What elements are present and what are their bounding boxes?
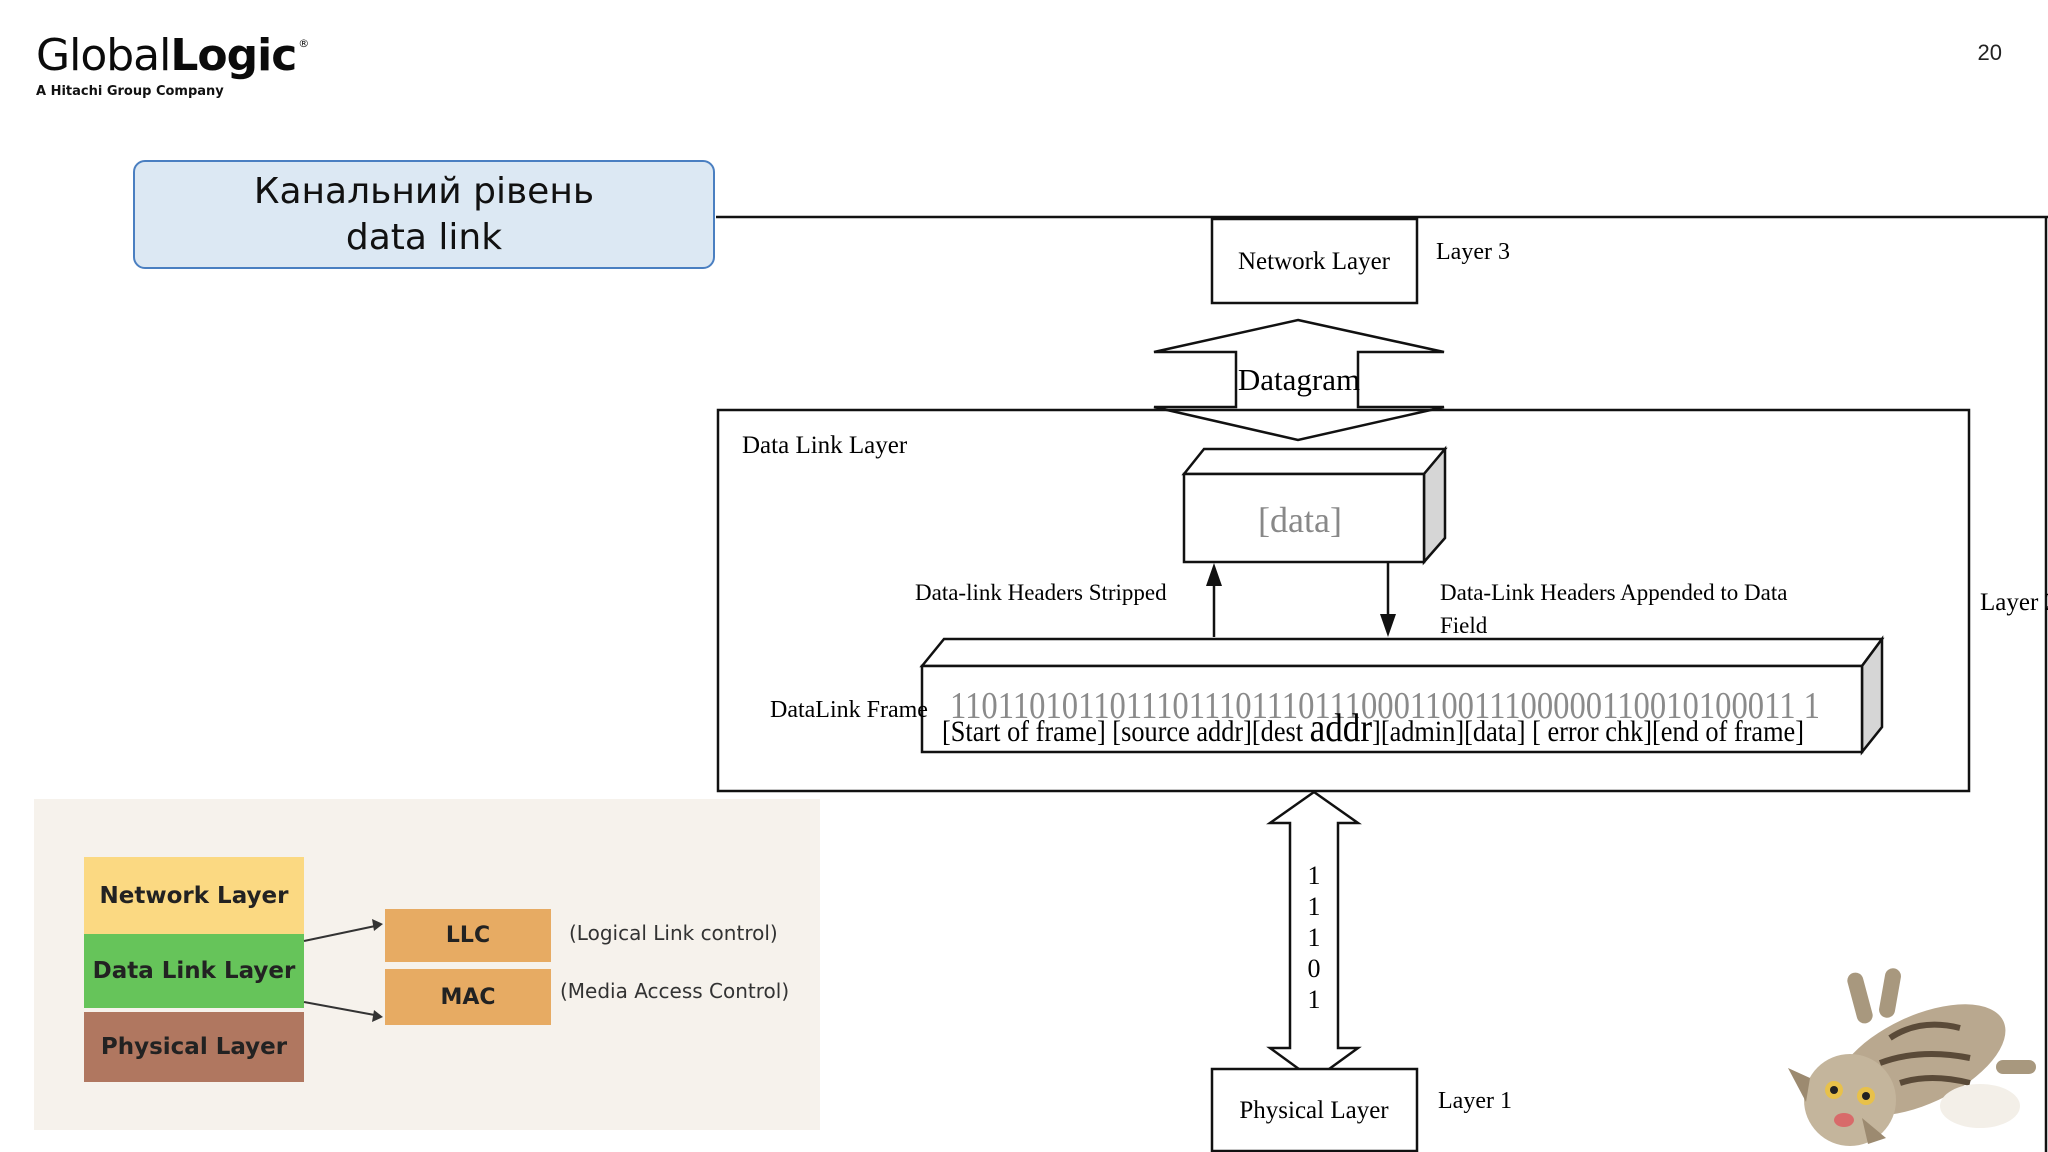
data-label: [data] xyxy=(1258,500,1342,540)
title-line-2: data link xyxy=(345,216,503,258)
headers-appended-label-2: Field xyxy=(1440,613,1488,638)
headers-appended-label-1: Data-Link Headers Appended to Data xyxy=(1440,580,1787,605)
kitten-mouth xyxy=(1834,1113,1854,1127)
kitten-head xyxy=(1804,1054,1896,1146)
frame-fields: [Start of frame] [source addr][dest addr… xyxy=(942,705,1804,750)
vbit-3: 0 xyxy=(1308,954,1321,983)
frame-box-top xyxy=(919,637,1885,668)
logo-wordmark: GlobalLogic® xyxy=(36,34,309,78)
layer-1-label: Layer 1 xyxy=(1438,1088,1512,1114)
data-box-front xyxy=(1182,472,1426,564)
logo-subtitle: A Hitachi Group Company xyxy=(36,84,224,99)
stack-llc: LLC xyxy=(385,909,551,962)
physical-layer-label: Physical Layer xyxy=(1239,1097,1389,1124)
llc-description: (Logical Link control) xyxy=(569,921,778,945)
headers-stripped-label: Data-link Headers Stripped xyxy=(915,580,1167,605)
kitten-ear-right xyxy=(1862,1118,1886,1144)
frame-box-front xyxy=(920,664,1864,754)
kitten-icon xyxy=(1788,968,2036,1146)
physical-layer-box xyxy=(1210,1067,1419,1152)
data-link-layer-box xyxy=(716,408,1971,793)
vbit-4: 1 xyxy=(1308,985,1321,1014)
layer-stack-panel: Network Layer Data Link Layer Physical L… xyxy=(34,799,820,1130)
kitten-ear-left xyxy=(1788,1068,1810,1102)
layer-2-label: Layer 2 xyxy=(1980,589,2048,616)
kitten-leg-1 xyxy=(1847,972,1873,1024)
mac-description: (Media Access Control) xyxy=(560,979,790,1003)
network-layer-label: Network Layer xyxy=(1238,248,1391,275)
stack-network-layer: Network Layer xyxy=(84,857,304,934)
slide-title-box: Канальний рівень data link xyxy=(133,160,715,269)
page-number: 20 xyxy=(1977,40,2002,65)
vbit-2: 1 xyxy=(1308,923,1321,952)
frame-fields-addr: addr xyxy=(1310,705,1372,750)
datagram-label: Datagram xyxy=(1238,362,1360,397)
frame-bits: 1101101011011101110111011100011001110000… xyxy=(950,685,1820,727)
logo-light: Global xyxy=(36,30,171,81)
vbit-1: 1 xyxy=(1308,892,1321,921)
arrow-to-llc-head xyxy=(372,919,383,931)
vbit-0: 1 xyxy=(1308,861,1321,890)
arrow-to-mac-head xyxy=(372,1010,383,1022)
layer-3-label: Layer 3 xyxy=(1436,239,1510,265)
datalink-frame-label: DataLink Frame xyxy=(770,697,928,723)
network-layer-box xyxy=(1210,217,1419,305)
title-line-1: Канальний рівень xyxy=(253,170,595,212)
registered-mark: ® xyxy=(298,37,309,50)
kitten-pupil-right xyxy=(1862,1092,1870,1100)
stack-mac: MAC xyxy=(385,969,551,1025)
kitten-belly xyxy=(1940,1084,2020,1128)
kitten-pupil-left xyxy=(1830,1086,1838,1094)
frame-fields-part-1: [Start of frame] [source addr][dest xyxy=(942,715,1310,748)
arrow-to-llc xyxy=(303,924,381,942)
stack-arrows xyxy=(303,919,383,1022)
arrow-to-mac xyxy=(303,1001,381,1017)
globallogic-logo: GlobalLogic® A Hitachi Group Company xyxy=(36,34,309,100)
data-box-top xyxy=(1181,447,1448,476)
logo-bold: Logic xyxy=(170,30,297,81)
data-link-layer-label: Data Link Layer xyxy=(742,432,908,459)
frame-fields-part-2: ][admin][data] [ error chk][end of frame… xyxy=(1372,715,1804,748)
kitten-leg-2 xyxy=(1879,968,1901,1018)
kitten-leg-3 xyxy=(1996,1060,2036,1074)
stack-data-link-layer: Data Link Layer xyxy=(84,934,304,1008)
stripped-arrow-head xyxy=(1206,563,1222,586)
kitten-stripes xyxy=(1878,1021,1971,1086)
appended-arrow-head xyxy=(1380,614,1396,637)
stack-physical-layer: Physical Layer xyxy=(84,1012,304,1082)
